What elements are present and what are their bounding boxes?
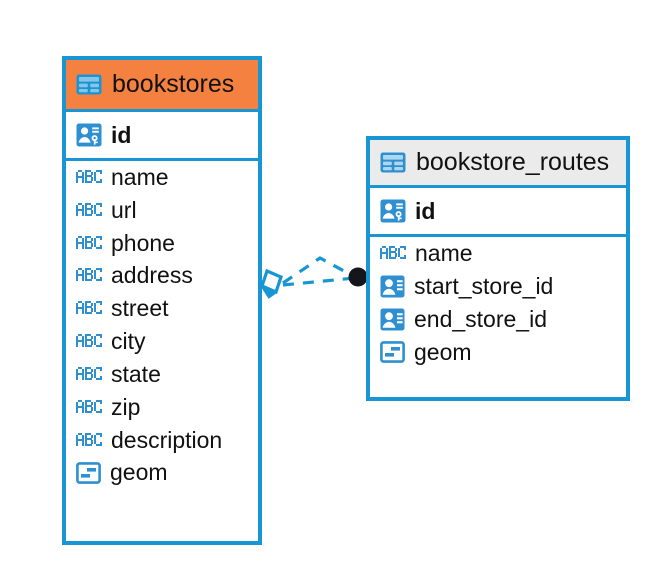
abc-text-icon xyxy=(76,399,102,413)
field-row-name[interactable]: name xyxy=(370,237,626,270)
geometry-icon xyxy=(76,461,101,484)
field-name: end_store_id xyxy=(414,305,547,332)
field-row-url[interactable]: url xyxy=(66,194,258,227)
field-row-id[interactable]: id xyxy=(370,188,626,234)
table-icon xyxy=(380,152,406,172)
field-name: name xyxy=(111,164,169,190)
abc-text-icon xyxy=(76,366,102,380)
field-row-id[interactable]: id xyxy=(66,112,258,158)
entity-bookstores[interactable]: bookstores id xyxy=(62,56,262,545)
entity-header-bookstores[interactable]: bookstores xyxy=(66,60,258,112)
field-row-description[interactable]: description xyxy=(66,424,258,457)
field-row-geom[interactable]: geom xyxy=(66,456,258,489)
primary-key-section: id xyxy=(370,188,626,237)
field-row-name[interactable]: name xyxy=(66,161,258,194)
abc-text-icon xyxy=(76,334,102,348)
abc-text-icon xyxy=(76,301,102,315)
field-row-geom[interactable]: geom xyxy=(370,336,626,369)
field-name: geom xyxy=(110,459,168,486)
table-icon xyxy=(76,74,102,94)
field-name: address xyxy=(111,262,193,289)
field-name: id xyxy=(111,121,132,148)
field-name: street xyxy=(111,295,169,322)
field-row-city[interactable]: city xyxy=(66,325,258,358)
abc-text-icon xyxy=(76,235,102,249)
primary-key-section: id xyxy=(66,112,258,161)
abc-text-icon xyxy=(380,245,406,259)
abc-text-icon xyxy=(76,202,102,216)
entity-bookstore-routes[interactable]: bookstore_routes id xyxy=(366,136,630,401)
field-name: start_store_id xyxy=(414,272,554,299)
field-row-start-store-id[interactable]: start_store_id xyxy=(370,270,626,303)
field-name: phone xyxy=(111,229,175,256)
foreign-key-icon xyxy=(380,275,405,298)
field-name: id xyxy=(415,197,436,224)
field-name: description xyxy=(111,426,223,453)
field-row-street[interactable]: street xyxy=(66,292,258,325)
field-name: zip xyxy=(111,393,141,420)
field-name: geom xyxy=(414,338,472,365)
fields-section-bookstores: name url xyxy=(66,161,258,489)
field-name: state xyxy=(111,360,161,387)
relationship-line-lower xyxy=(282,276,356,287)
field-row-end-store-id[interactable]: end_store_id xyxy=(370,303,626,336)
fields-section-bookstore-routes: name start_store_id xyxy=(370,237,626,369)
primary-key-icon xyxy=(76,123,102,147)
field-name: city xyxy=(111,328,146,355)
geometry-icon xyxy=(380,341,405,364)
crows-foot-diamond-icon xyxy=(260,268,283,299)
entity-header-bookstore-routes[interactable]: bookstore_routes xyxy=(370,140,626,188)
relationship-endpoint-dot xyxy=(348,267,368,287)
primary-key-icon xyxy=(380,199,406,223)
field-name: name xyxy=(415,240,473,266)
abc-text-icon xyxy=(76,169,102,183)
field-row-zip[interactable]: zip xyxy=(66,391,258,424)
field-row-state[interactable]: state xyxy=(66,358,258,391)
entity-title: bookstore_routes xyxy=(416,147,610,176)
field-row-phone[interactable]: phone xyxy=(66,227,258,260)
foreign-key-icon xyxy=(380,308,405,331)
abc-text-icon xyxy=(76,432,102,446)
relationship-line-upper xyxy=(282,256,356,285)
abc-text-icon xyxy=(76,268,102,282)
field-row-address[interactable]: address xyxy=(66,259,258,292)
entity-title: bookstores xyxy=(112,69,235,98)
field-name: url xyxy=(111,196,137,223)
